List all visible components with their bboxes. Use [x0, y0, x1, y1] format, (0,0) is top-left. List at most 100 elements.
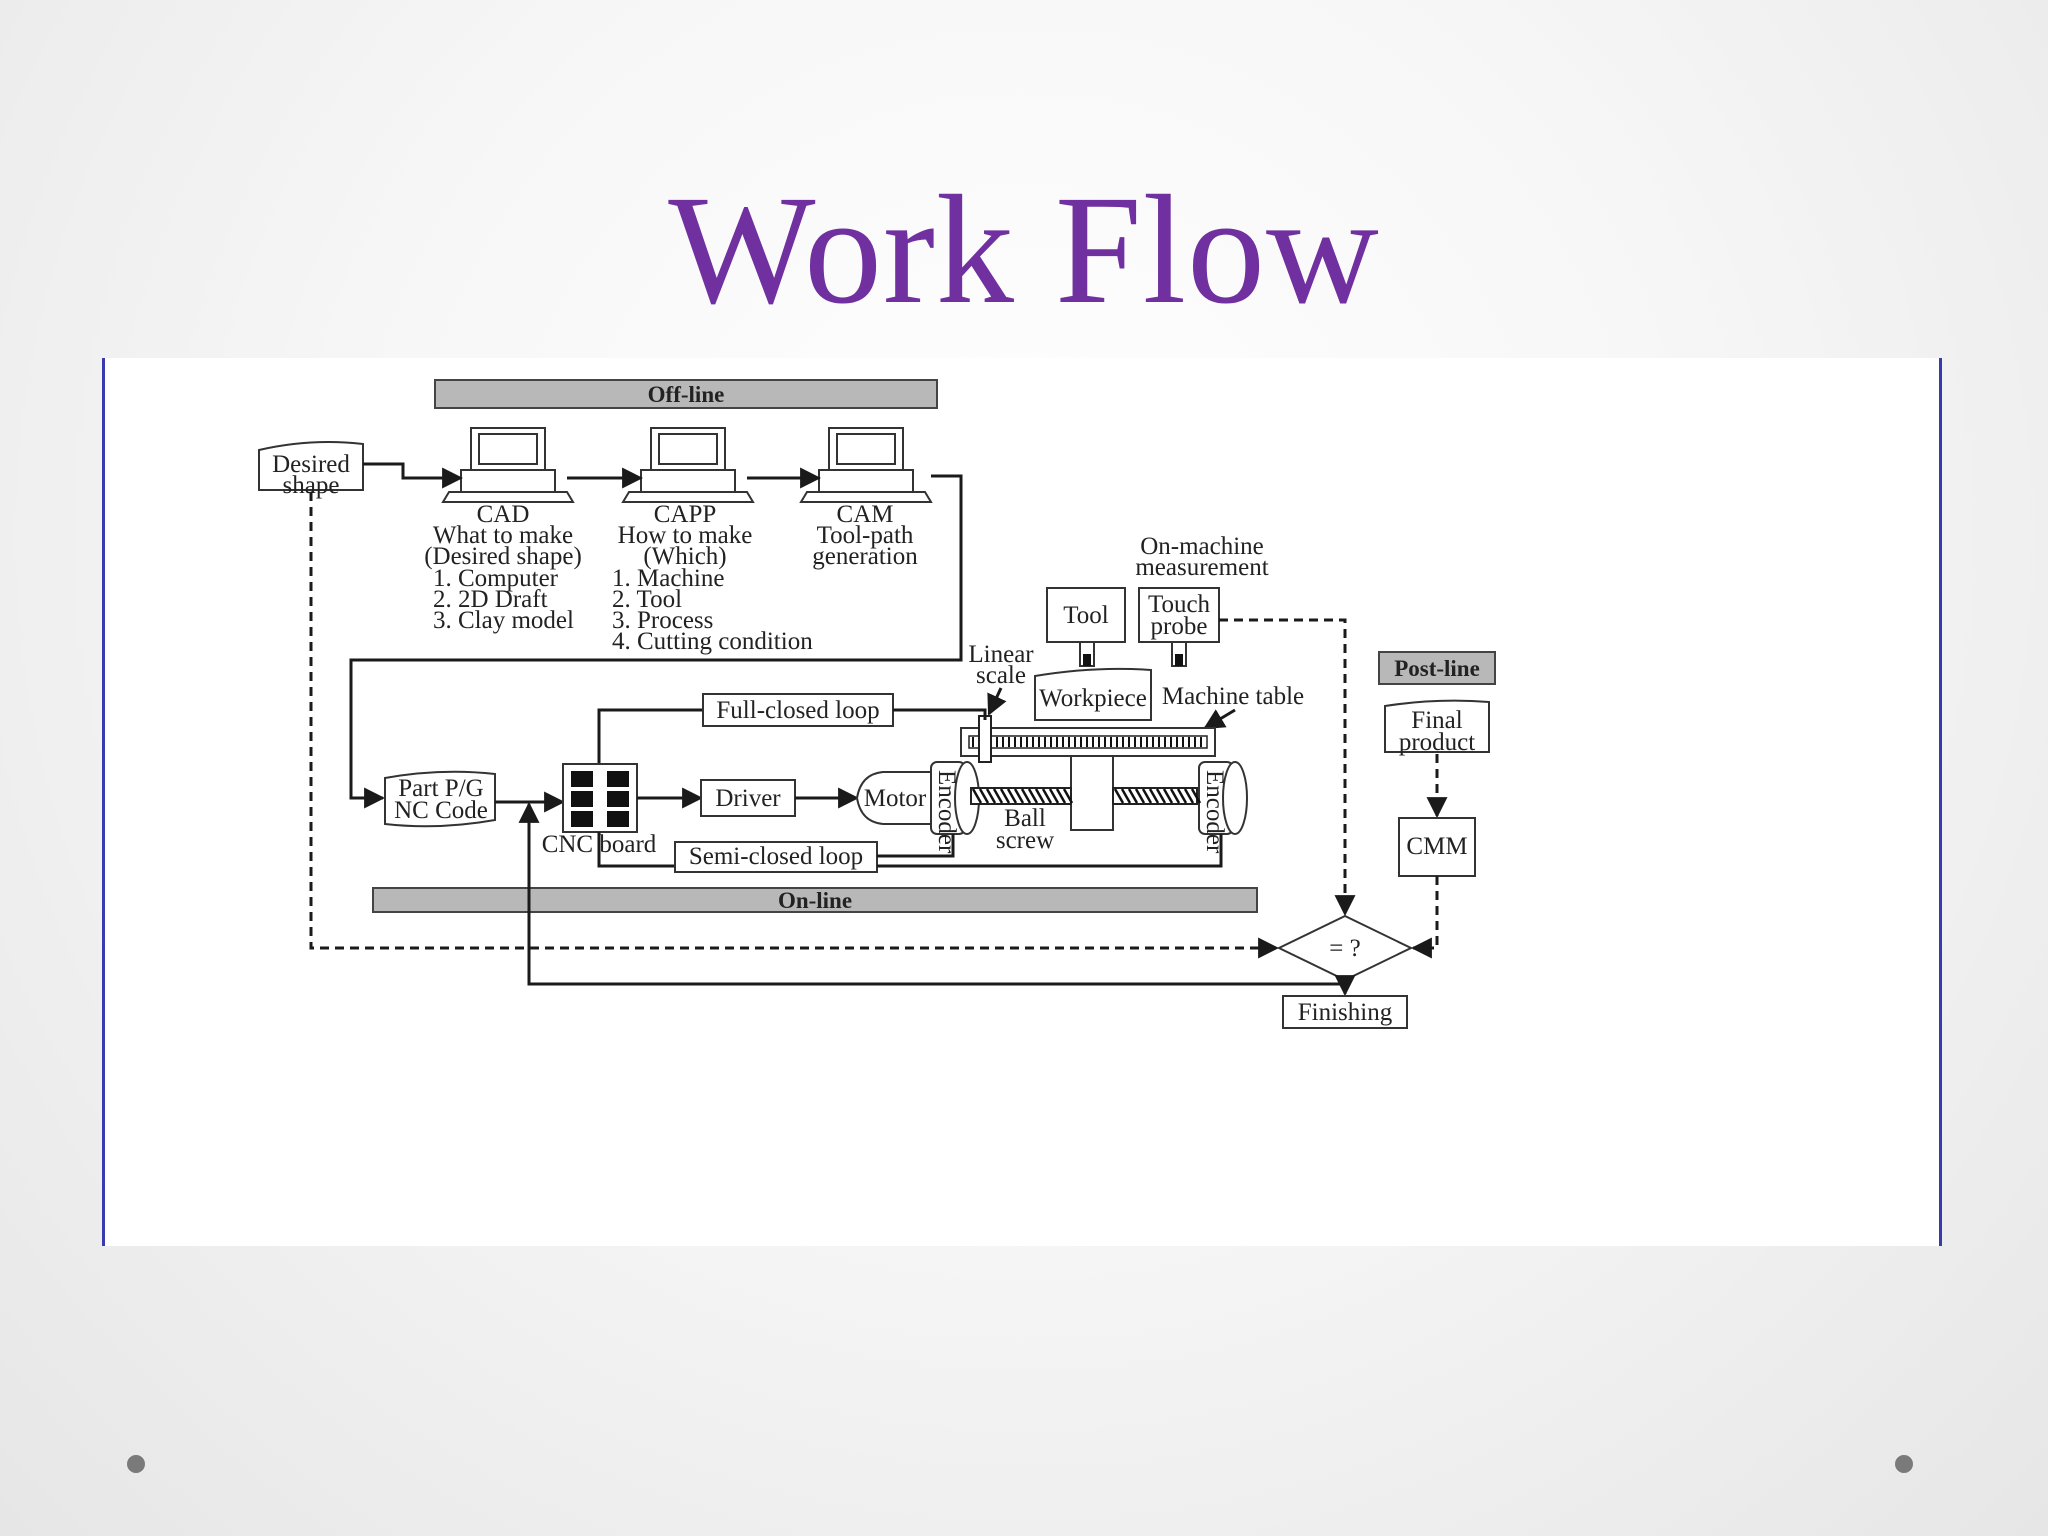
- compare-diamond: = ?: [1276, 914, 1414, 982]
- svg-text:screw: screw: [996, 827, 1054, 854]
- on-machine-label: On-machine: [1140, 533, 1264, 560]
- machine-table: [960, 715, 1216, 763]
- svg-text:product: product: [1399, 729, 1475, 756]
- svg-text:Encoder: Encoder: [1201, 770, 1228, 854]
- capp-label-group: CAPP How to make (Which) 1. Machine 2. T…: [612, 501, 813, 655]
- cmm-box: CMM: [1398, 817, 1476, 877]
- screw-thread: [992, 788, 1004, 804]
- svg-text:What to make: What to make: [433, 522, 573, 549]
- svg-text:1. Machine: 1. Machine: [612, 565, 724, 592]
- svg-text:(Which): (Which): [643, 543, 726, 570]
- online-label: On-line: [778, 888, 852, 913]
- svg-text:2. 2D Draft: 2. 2D Draft: [433, 586, 548, 613]
- svg-text:Desired: Desired: [272, 451, 350, 478]
- full-closed-loop: Full-closed loop: [597, 693, 987, 766]
- tool-box: Tool: [1046, 587, 1126, 667]
- linear-scale-label: Linear: [968, 641, 1034, 668]
- svg-text:CAPP: CAPP: [654, 501, 717, 528]
- screw-thread: [1162, 788, 1174, 804]
- screw-thread: [1048, 788, 1060, 804]
- screw-thread: [1127, 788, 1139, 804]
- cam-computer-icon: [799, 427, 933, 503]
- driver-box: Driver: [700, 779, 796, 817]
- screw-thread: [1062, 788, 1074, 804]
- svg-text:CMM: CMM: [1406, 833, 1467, 860]
- semi-closed-loop: Semi-closed loop: [597, 832, 1223, 873]
- svg-text:Driver: Driver: [715, 785, 781, 812]
- screw-thread: [978, 788, 990, 804]
- svg-text:How to make: How to make: [618, 522, 753, 549]
- nav-dot-left: [127, 1455, 145, 1473]
- workpiece: Workpiece: [1034, 667, 1152, 721]
- svg-text:Ball: Ball: [1004, 805, 1046, 832]
- machine-table-label: Machine table: [1162, 683, 1304, 710]
- screw-thread: [1155, 788, 1167, 804]
- screw-thread: [999, 788, 1011, 804]
- slide-title: Work Flow: [668, 163, 1380, 336]
- screw-thread: [1013, 788, 1025, 804]
- part-pg-box: Part P/G NC Code: [384, 770, 496, 828]
- svg-text:CAD: CAD: [477, 501, 530, 528]
- svg-text:Workpiece: Workpiece: [1039, 685, 1147, 712]
- svg-text:scale: scale: [976, 662, 1026, 689]
- svg-text:1. Computer: 1. Computer: [433, 565, 559, 592]
- postline-label: Post-line: [1394, 656, 1480, 681]
- svg-text:Finishing: Finishing: [1298, 999, 1393, 1026]
- screw-thread: [1020, 788, 1032, 804]
- capp-computer-icon: [621, 427, 755, 503]
- svg-text:Full-closed loop: Full-closed loop: [716, 697, 879, 724]
- screw-thread: [1055, 788, 1067, 804]
- ball-screw: Ball screw: [970, 787, 1202, 854]
- table-support: [1070, 755, 1114, 831]
- screw-thread: [1120, 788, 1132, 804]
- screw-thread: [985, 788, 997, 804]
- svg-text:Touch: Touch: [1148, 591, 1211, 618]
- svg-text:probe: probe: [1151, 613, 1208, 640]
- svg-text:CAM: CAM: [837, 501, 894, 528]
- svg-text:(Desired shape): (Desired shape): [424, 543, 582, 570]
- encoder-right: Encoder: [1198, 761, 1248, 854]
- screw-thread: [1183, 788, 1195, 804]
- postline-band: Post-line: [1378, 651, 1496, 685]
- svg-text:3. Clay model: 3. Clay model: [433, 607, 574, 634]
- screw-thread: [1190, 788, 1202, 804]
- finishing-box: Finishing: [1282, 995, 1408, 1029]
- svg-text:Tool: Tool: [1063, 602, 1109, 629]
- screw-thread: [1176, 788, 1188, 804]
- svg-text:NC Code: NC Code: [394, 797, 488, 824]
- touch-probe-box: Touch probe: [1138, 587, 1220, 667]
- final-product-box: Final product: [1384, 699, 1490, 756]
- offline-band: Off-line: [434, 379, 938, 409]
- svg-text:Encoder: Encoder: [933, 770, 960, 854]
- cam-label-group: CAM Tool-path generation: [812, 501, 918, 570]
- screw-thread: [1141, 788, 1153, 804]
- svg-text:measurement: measurement: [1135, 554, 1268, 581]
- offline-label: Off-line: [648, 382, 725, 407]
- encoder-left: Encoder: [930, 761, 980, 854]
- svg-text:Part P/G: Part P/G: [398, 775, 483, 802]
- screw-thread: [1134, 788, 1146, 804]
- screw-thread: [1148, 788, 1160, 804]
- svg-text:Tool-path: Tool-path: [817, 522, 914, 549]
- screw-thread: [1041, 788, 1053, 804]
- cad-computer-icon: [441, 427, 575, 503]
- svg-text:Motor: Motor: [864, 785, 927, 812]
- online-band: On-line: [372, 887, 1258, 913]
- nav-dot-right: [1895, 1455, 1913, 1473]
- svg-text:4. Cutting condition: 4. Cutting condition: [612, 628, 813, 655]
- svg-text:= ?: = ?: [1329, 935, 1360, 962]
- cad-label-group: CAD What to make (Desired shape) 1. Comp…: [424, 501, 582, 634]
- svg-text:generation: generation: [812, 543, 918, 570]
- screw-thread: [1006, 788, 1018, 804]
- svg-text:3. Process: 3. Process: [612, 607, 713, 634]
- screw-thread: [1027, 788, 1039, 804]
- svg-text:Semi-closed loop: Semi-closed loop: [689, 843, 863, 870]
- screw-thread: [1169, 788, 1181, 804]
- screw-thread: [1034, 788, 1046, 804]
- screw-thread: [1113, 788, 1125, 804]
- screw-thread: [971, 788, 983, 804]
- desired-shape-box: Desired shape: [258, 441, 364, 499]
- motor: Motor: [855, 771, 932, 825]
- svg-text:Final: Final: [1411, 707, 1462, 734]
- svg-text:2. Tool: 2. Tool: [612, 586, 682, 613]
